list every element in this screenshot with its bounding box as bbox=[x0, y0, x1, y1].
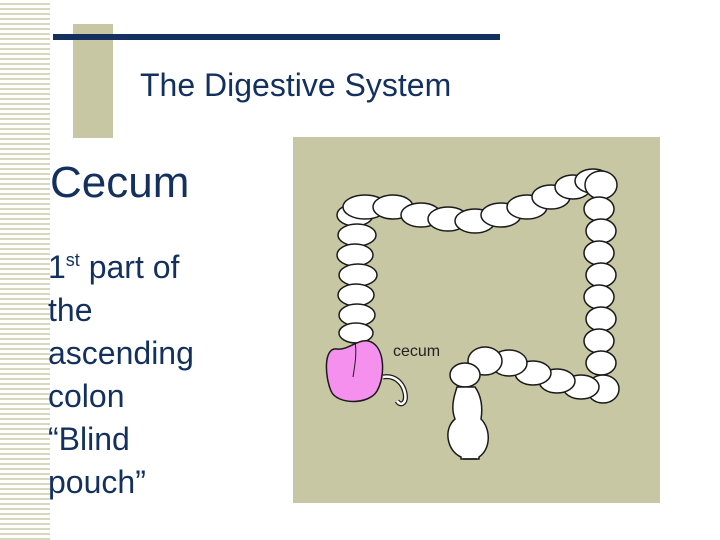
sigmoid-colon bbox=[449, 346, 600, 400]
slide-title: The Digestive System bbox=[140, 67, 452, 103]
transverse-colon bbox=[342, 168, 612, 234]
body-line-1: 1st part of bbox=[48, 246, 278, 289]
colon-diagram: cecum bbox=[293, 137, 660, 503]
body-line-5: “Blind bbox=[48, 421, 130, 457]
descending-colon bbox=[583, 170, 620, 404]
rectum bbox=[447, 386, 489, 460]
body-line-1-rest: part of bbox=[79, 249, 180, 285]
cecum bbox=[325, 340, 384, 403]
body-line-2: the bbox=[48, 292, 93, 328]
title-rule bbox=[53, 34, 500, 40]
decorative-stripes bbox=[0, 0, 50, 540]
slide-heading: Cecum bbox=[50, 158, 190, 207]
body-line-4: colon bbox=[48, 378, 125, 414]
cecum-label: cecum bbox=[393, 343, 440, 360]
title-accent-block bbox=[73, 24, 113, 138]
appendix-inner bbox=[382, 375, 407, 405]
ordinal-number: 1 bbox=[48, 249, 66, 285]
body-line-6: pouch” bbox=[48, 464, 146, 500]
colon-illustration: cecum bbox=[293, 137, 660, 503]
ordinal-suffix: st bbox=[65, 250, 80, 270]
slide-body: 1st part of the ascending colon “Blind p… bbox=[48, 246, 278, 504]
body-line-3: ascending bbox=[48, 335, 194, 371]
